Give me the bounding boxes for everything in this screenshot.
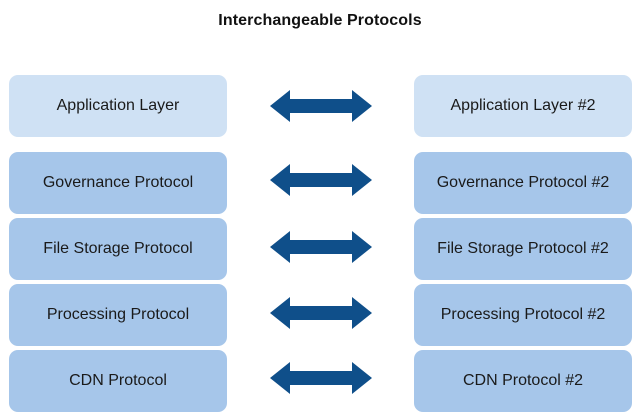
right-box-processing-protocol: Processing Protocol #2 [414,284,632,346]
right-box-governance-protocol: Governance Protocol #2 [414,152,632,214]
right-box-file-storage-protocol: File Storage Protocol #2 [414,218,632,280]
right-box-application-layer: Application Layer #2 [414,75,632,137]
double-arrow-icon [270,164,372,196]
right-box-cdn-protocol: CDN Protocol #2 [414,350,632,412]
left-box-application-layer: Application Layer [9,75,227,137]
double-arrow-icon [270,90,372,122]
double-arrow-icon [270,231,372,263]
left-box-cdn-protocol: CDN Protocol [9,350,227,412]
double-arrow-icon [270,362,372,394]
double-arrow-icon [270,297,372,329]
left-box-processing-protocol: Processing Protocol [9,284,227,346]
diagram-title: Interchangeable Protocols [218,12,422,29]
left-box-file-storage-protocol: File Storage Protocol [9,218,227,280]
left-box-governance-protocol: Governance Protocol [9,152,227,214]
